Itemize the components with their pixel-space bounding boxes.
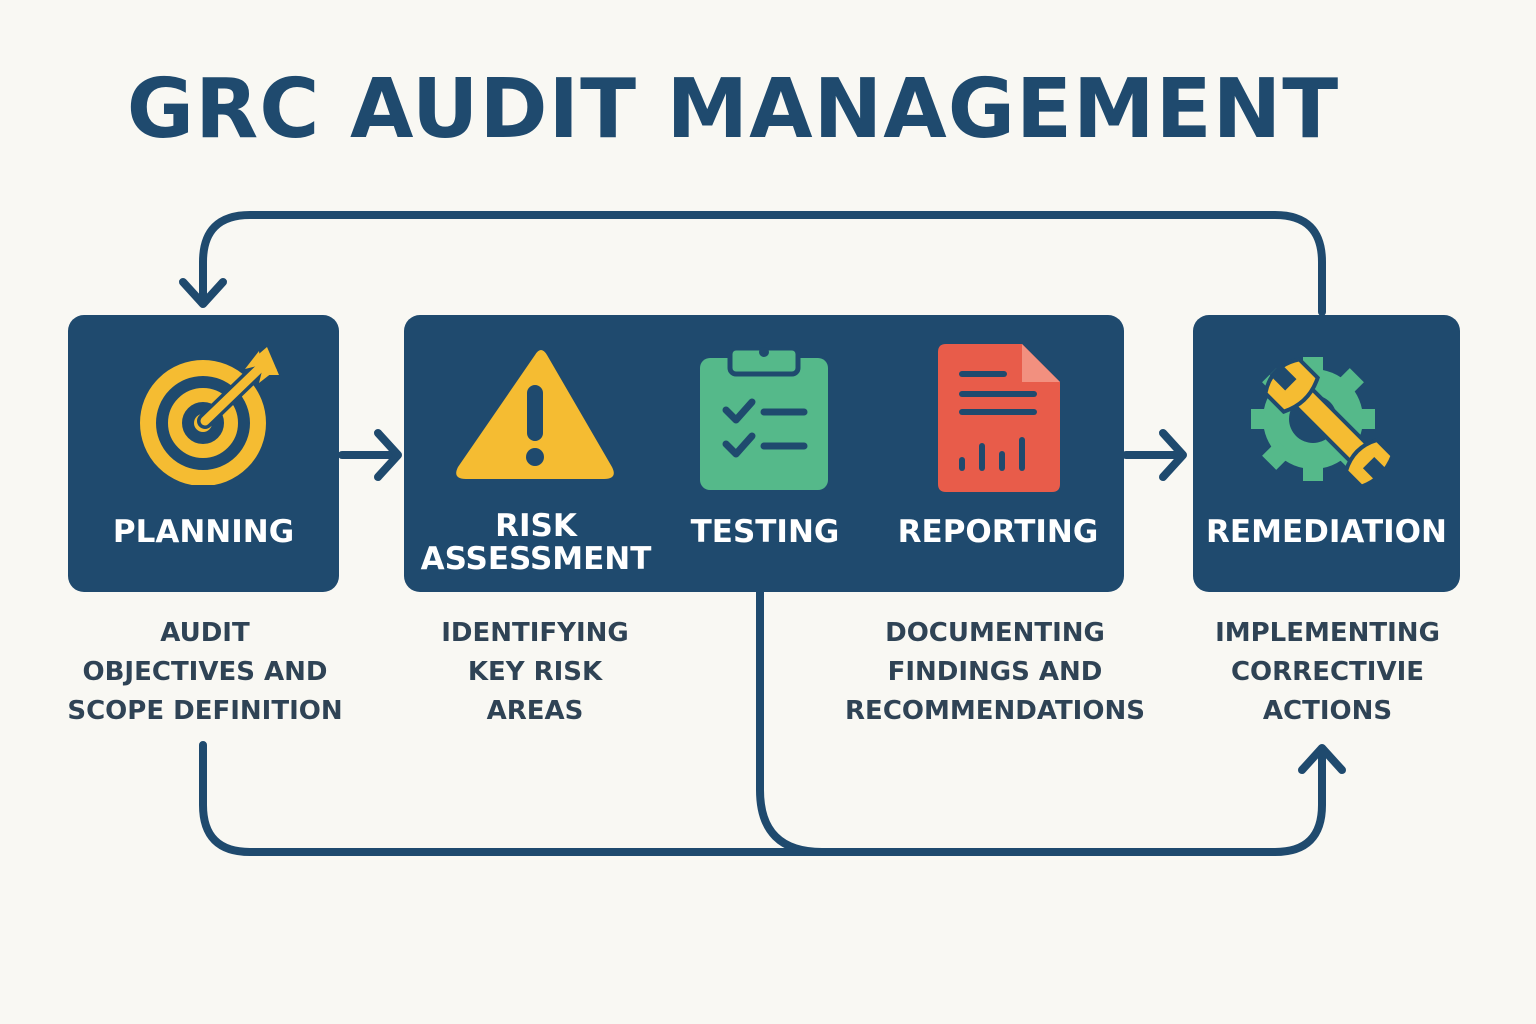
report-document-icon: [938, 344, 1060, 492]
clipboard-checklist-icon: [700, 345, 828, 490]
risk-assessment-description: IDENTIFYING KEY RISK AREAS: [441, 618, 629, 726]
gear-wrench-icon: [1251, 357, 1395, 489]
feedback-loop-arrow: [199, 211, 1326, 316]
risk-assessment-label: RISK ASSESSMENT: [420, 508, 652, 577]
bottom-loop-arrow: [199, 741, 1326, 856]
remediation-description: IMPLEMENTING CORRECTIVIE ACTIONS: [1215, 618, 1440, 726]
planning-to-risk-arrowhead: [374, 429, 402, 481]
reporting-description: DOCUMENTING FINDINGS AND RECOMMENDATIONS: [845, 618, 1145, 726]
target-icon: [140, 347, 279, 485]
warning-icon: [456, 350, 614, 479]
planning-label: PLANNING: [112, 514, 295, 550]
bottom-loop-arrowhead: [1298, 744, 1346, 774]
group-to-remediation-arrowhead: [1159, 429, 1187, 481]
testing-branch-line: [756, 588, 826, 856]
planning-description: AUDIT OBJECTIVES AND SCOPE DEFINITION: [67, 618, 343, 726]
remediation-label: REMEDIATION: [1206, 514, 1447, 550]
testing-label: TESTING: [690, 514, 840, 550]
feedback-loop-arrowhead: [179, 278, 227, 308]
reporting-label: REPORTING: [897, 514, 1099, 550]
diagram-title: GRC AUDIT MANAGEMENT: [126, 62, 1340, 157]
